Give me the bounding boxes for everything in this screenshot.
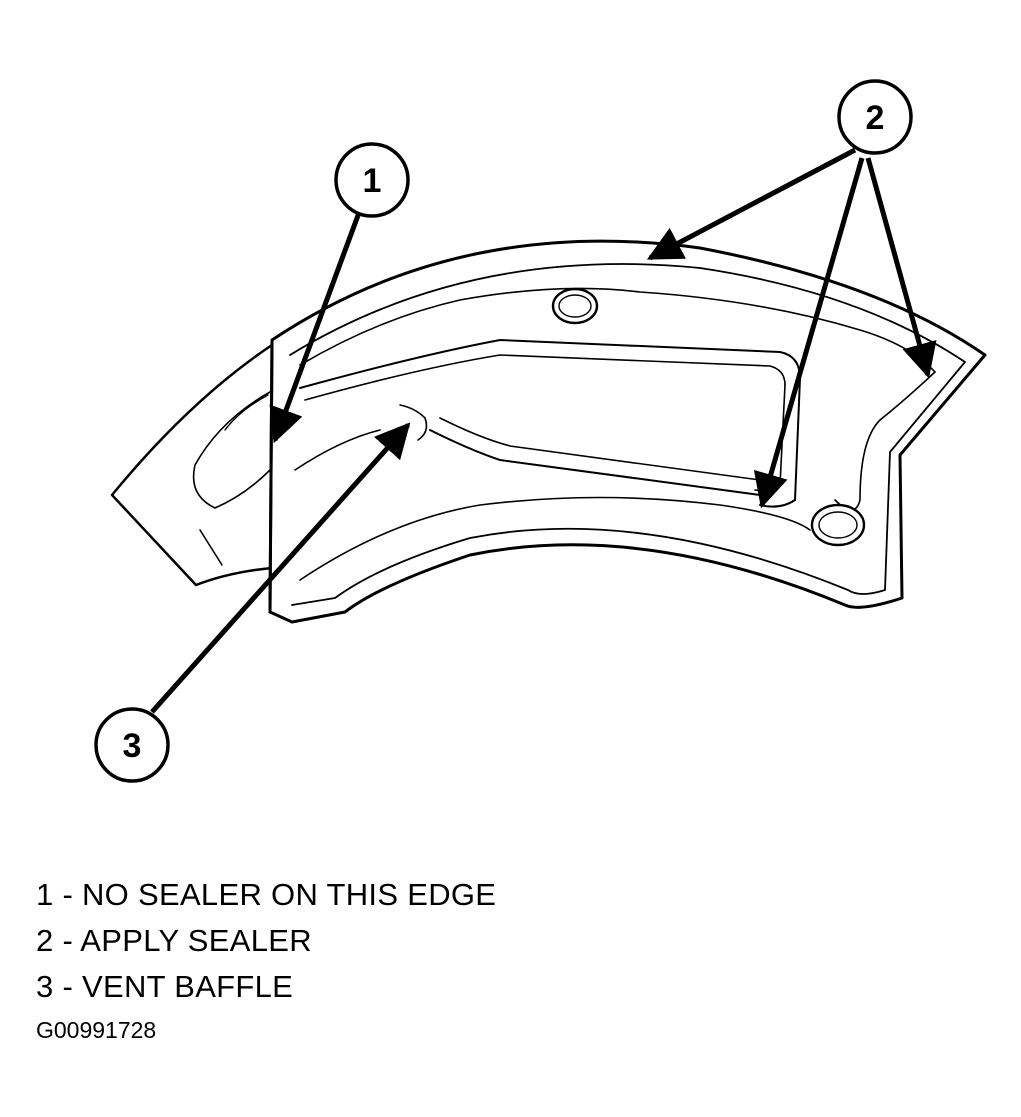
panel-left-inner-contour bbox=[192, 391, 271, 509]
legend: 1 - NO SEALER ON THIS EDGE 2 - APPLY SEA… bbox=[36, 872, 496, 1010]
no-sealer-edge bbox=[268, 340, 274, 614]
panel-left-extension bbox=[110, 343, 274, 587]
raised-channel-bottom-inner bbox=[439, 417, 761, 481]
raised-channel-top-inner bbox=[304, 354, 786, 401]
raised-channel-top bbox=[299, 339, 801, 389]
legend-item-3: 3 - VENT BAFFLE bbox=[36, 969, 294, 1004]
leader-arrow-1 bbox=[269, 209, 363, 444]
callout-number-2: 2 bbox=[866, 99, 885, 137]
sealer-bead-lower bbox=[299, 496, 811, 581]
channel-front-flange bbox=[294, 429, 381, 471]
callout-circle-2 bbox=[837, 79, 913, 155]
legend-item-1: 1 - NO SEALER ON THIS EDGE bbox=[36, 877, 497, 912]
vent-opening-edge bbox=[399, 404, 428, 441]
legend-item-2: 2 - APPLY SEALER bbox=[36, 923, 312, 958]
raised-channel-bottom bbox=[429, 429, 761, 496]
sealer-bead-upper bbox=[299, 287, 936, 373]
baffle-outline bbox=[268, 239, 987, 624]
mounting-hole-lower-inner bbox=[818, 511, 858, 539]
callout-circle-3 bbox=[94, 707, 170, 783]
callout-number-1: 1 bbox=[363, 162, 382, 200]
leader-arrow-2c bbox=[865, 157, 937, 379]
mounting-hole-upper-inner bbox=[558, 294, 592, 318]
vent-baffle-diagram: 1 2 3 bbox=[94, 79, 987, 783]
baffle-inner-rim bbox=[289, 263, 966, 606]
leader-arrow-3 bbox=[150, 422, 411, 714]
panel-left-crease bbox=[199, 529, 223, 566]
leader-arrow-2a bbox=[646, 147, 857, 261]
figure-id: G00991728 bbox=[36, 1017, 157, 1043]
leader-arrow-2b bbox=[753, 157, 865, 509]
callout-circle-1 bbox=[334, 142, 410, 218]
panel-left-crease-2 bbox=[224, 394, 269, 431]
callout-number-3: 3 bbox=[123, 727, 142, 765]
